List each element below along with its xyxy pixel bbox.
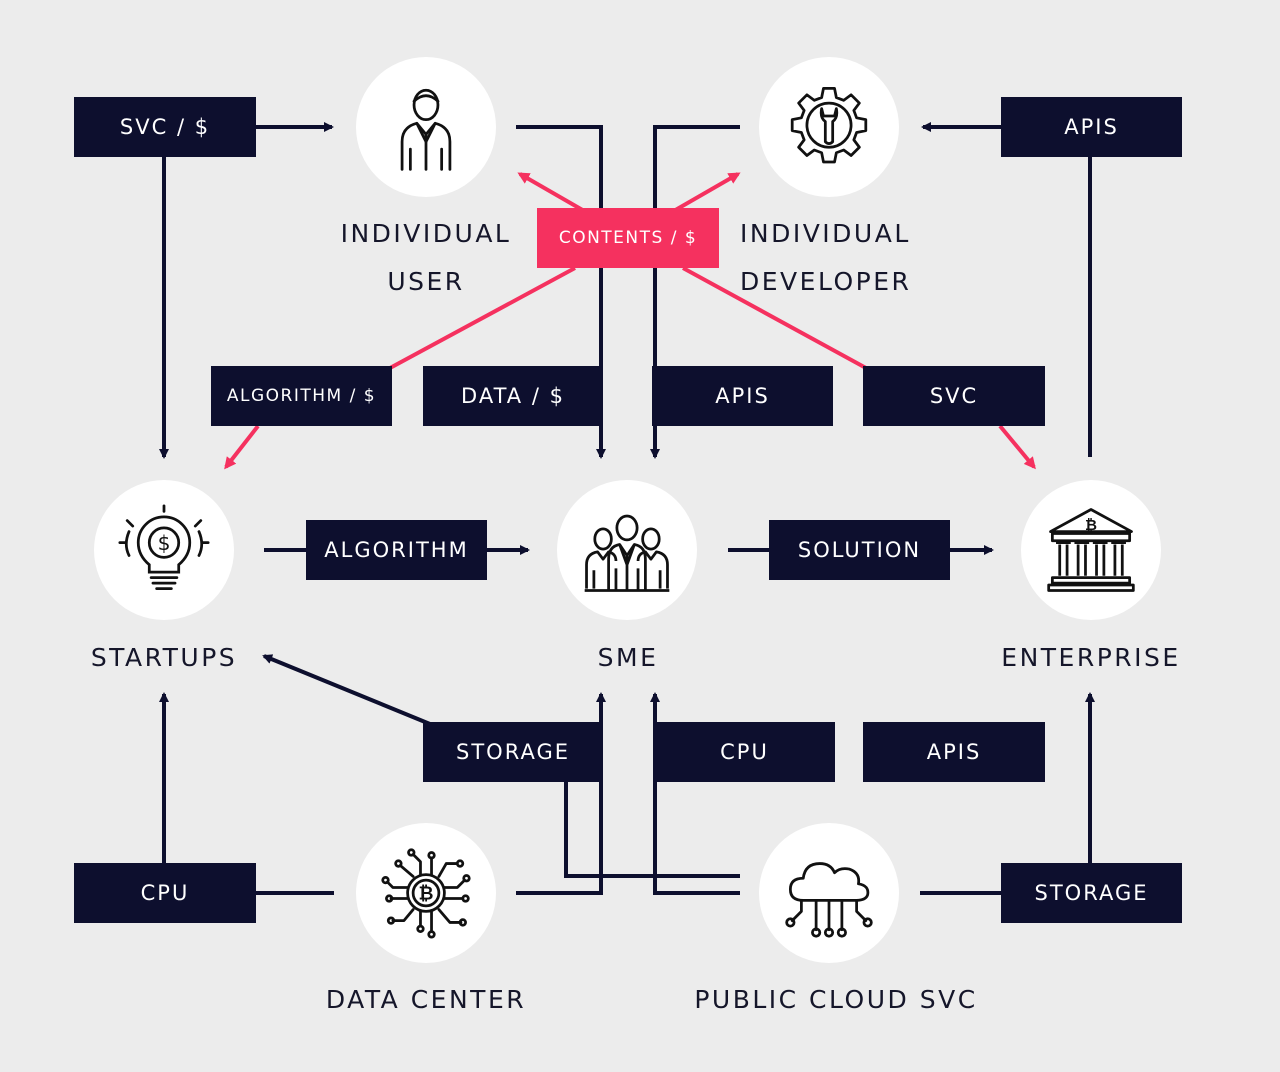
bank-bitcoin-icon: ₿	[1047, 508, 1135, 592]
flow-svc: SVC	[863, 366, 1045, 426]
flow-apis-mid: APIS	[652, 366, 833, 426]
node-individual-developer	[759, 57, 899, 197]
svg-text:₿: ₿	[419, 883, 434, 904]
flow-cpu-mid: CPU	[654, 722, 835, 782]
node-sme	[557, 480, 697, 620]
flow-cpu-bottom: CPU	[74, 863, 256, 923]
svg-text:₿: ₿	[1085, 517, 1097, 534]
pink-arrow-to-user	[517, 172, 587, 214]
svg-text:$: $	[158, 531, 171, 555]
pink-arrow-to-developer	[671, 172, 741, 214]
flow-svc-dollar: SVC / $	[74, 97, 256, 157]
label-individual-developer: INDIVIDUAL DEVELOPER	[740, 210, 922, 306]
flow-contents-dollar: CONTENTS / $	[537, 208, 719, 268]
line-storage-to-cloud	[564, 780, 740, 878]
flow-storage-bottom: STORAGE	[1001, 863, 1182, 923]
node-public-cloud	[759, 823, 899, 963]
label-individual-user-line1: INDIVIDUAL	[340, 219, 512, 248]
label-startups: STARTUPS	[90, 643, 238, 672]
pink-line-contents-to-algorithm	[389, 266, 576, 370]
pink-arrow-to-startups	[224, 424, 260, 470]
arrow-storage-to-startups	[262, 654, 431, 726]
lightbulb-dollar-icon: $	[118, 504, 210, 591]
node-data-center: ₿	[356, 823, 496, 963]
label-public-cloud: PUBLIC CLOUD SVC	[694, 985, 978, 1014]
team-icon	[584, 514, 670, 592]
flow-data-dollar: DATA / $	[423, 366, 603, 426]
label-individual-user-line2: USER	[387, 267, 465, 296]
user-icon	[400, 88, 452, 171]
gear-wrench-icon	[790, 86, 868, 164]
label-enterprise: ENTERPRISE	[1001, 643, 1181, 672]
arrow-developer-to-sme	[650, 125, 740, 459]
label-data-center: DATA CENTER	[325, 985, 527, 1014]
flow-apis-low: APIS	[863, 722, 1045, 782]
flow-solution: SOLUTION	[769, 520, 950, 580]
pink-line-contents-to-svc	[682, 266, 867, 370]
node-enterprise: ₿	[1021, 480, 1161, 620]
flow-storage-mid: STORAGE	[423, 722, 603, 782]
circuit-bitcoin-icon: ₿	[381, 848, 471, 939]
flow-apis-top: APIS	[1001, 97, 1182, 157]
node-startups: $	[94, 480, 234, 620]
pink-arrow-to-enterprise	[998, 424, 1036, 470]
label-individual-developer-line1: INDIVIDUAL	[740, 219, 911, 248]
node-individual-user	[356, 57, 496, 197]
cloud-network-icon	[785, 862, 873, 938]
arrow-user-to-sme	[516, 125, 606, 459]
label-sme: SME	[597, 643, 659, 672]
flow-algorithm-dollar: ALGORITHM / $	[211, 366, 392, 426]
label-individual-user: INDIVIDUAL USER	[315, 210, 537, 306]
flow-algorithm: ALGORITHM	[306, 520, 487, 580]
label-individual-developer-line2: DEVELOPER	[740, 267, 912, 296]
